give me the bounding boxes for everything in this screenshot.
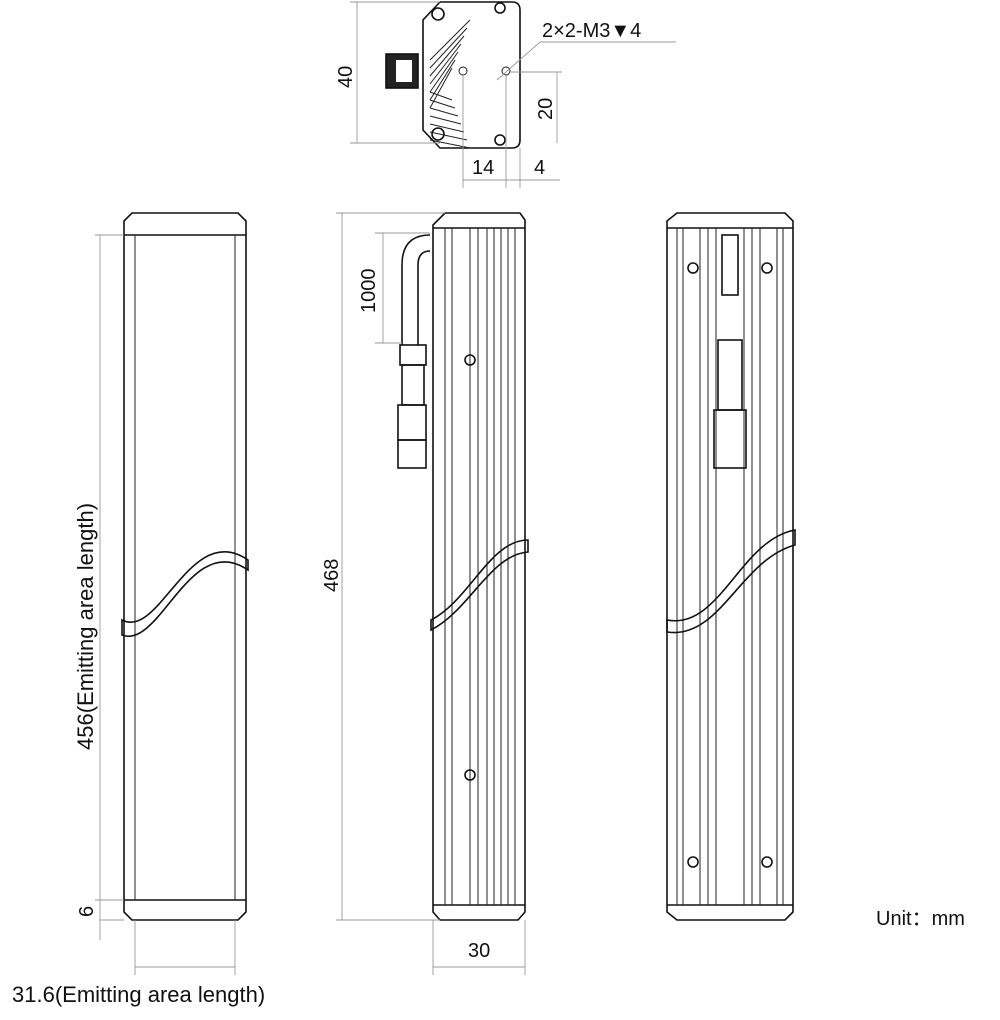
dim-emitting-length: 456(Emitting area length) xyxy=(73,503,98,750)
fin-line xyxy=(429,67,453,109)
fin-line xyxy=(429,91,453,101)
dim-width-30: 30 xyxy=(468,940,490,962)
fin-line xyxy=(429,43,462,85)
dim-hole-offset-14: 14 xyxy=(472,157,494,179)
dim-height-40: 40 xyxy=(335,66,357,88)
fin-line xyxy=(429,51,459,93)
side-view xyxy=(336,212,529,975)
fin-line xyxy=(429,27,468,69)
dim-total-length-468: 468 xyxy=(321,559,343,592)
fin-line xyxy=(429,35,465,77)
dim-emitting-width: 31.6(Emitting area length) xyxy=(12,982,265,1007)
fin-line xyxy=(429,115,462,125)
fin-line xyxy=(429,107,459,117)
front-view xyxy=(95,212,249,975)
top-view xyxy=(350,1,676,188)
fin-line xyxy=(429,19,471,61)
unit-label: Unit：mm xyxy=(876,908,965,930)
fin-line xyxy=(429,59,456,101)
hole-spec-label: 2×2-M3▼4 xyxy=(542,20,641,42)
dim-edge-offset-4: 4 xyxy=(534,157,545,179)
back-view xyxy=(666,212,796,921)
dim-cable-length-1000: 1000 xyxy=(358,269,380,314)
fin-line xyxy=(429,131,468,141)
dim-hole-height-20: 20 xyxy=(535,98,557,120)
dim-end-6: 6 xyxy=(76,906,98,917)
fin-line xyxy=(429,123,465,133)
